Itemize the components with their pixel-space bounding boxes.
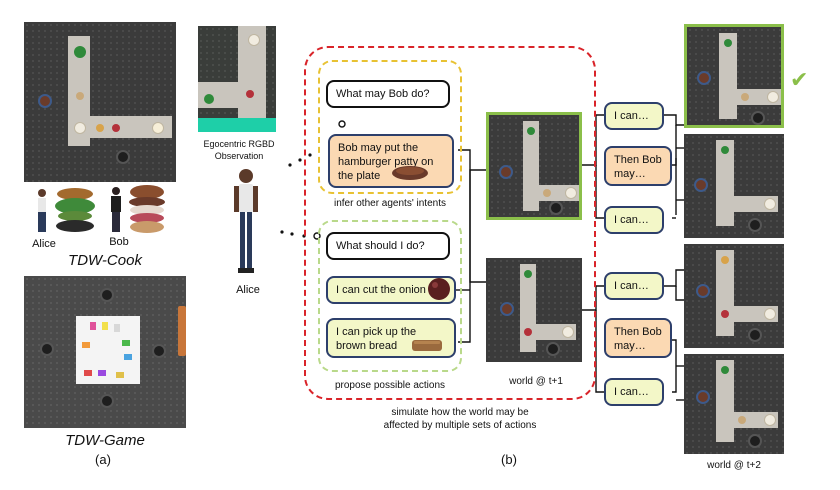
infer-intents-frame	[318, 60, 462, 194]
propose-actions-frame	[318, 220, 462, 372]
panel-a-label: (a)	[95, 452, 111, 467]
bread-icon	[412, 340, 442, 351]
action-bread-bubble[interactable]: I can pick up the brown bread	[326, 318, 456, 358]
tree-i-can-1: I can…	[604, 102, 664, 130]
egocentric-caption: Egocentric RGBD Observation	[203, 139, 275, 161]
alice-avatar-label: Alice	[236, 284, 260, 296]
action-cut-onion-text: I can cut the onion	[336, 284, 426, 296]
bob-intent-bubble: Bob may put the hamburger patty on the p…	[328, 134, 454, 188]
salad-burger-icon	[55, 188, 95, 232]
propose-caption: propose possible actions	[334, 380, 446, 391]
tdw-cook-scene	[24, 22, 176, 182]
world-t2-image-2	[684, 134, 784, 238]
selected-check-icon: ✔	[790, 68, 809, 93]
world-t1-image	[486, 258, 582, 362]
egocentric-observation-image	[198, 26, 276, 132]
tree-then-bob-2: Then Bob may…	[604, 318, 672, 358]
panel-b-label: (b)	[501, 452, 517, 467]
tree-then-bob-1: Then Bob may…	[604, 146, 672, 186]
world-t2-caption: world @ t+2	[707, 460, 761, 471]
world-t2-image-4	[684, 354, 784, 454]
tree-i-can-4: I can…	[604, 378, 664, 406]
alice-avatar-icon	[234, 169, 258, 273]
tdw-game-title: TDW-Game	[65, 432, 145, 449]
question-self-bubble: What should I do?	[326, 232, 450, 260]
full-burger-icon	[129, 185, 165, 233]
action-bread-text: I can pick up the brown bread	[336, 326, 417, 352]
world-t1-highlighted-image	[486, 112, 582, 220]
question-bob-bubble: What may Bob do?	[326, 80, 450, 108]
tree-i-can-2: I can…	[604, 206, 664, 234]
bob-label: Bob	[109, 236, 129, 248]
alice-figure-icon	[38, 189, 46, 232]
simulation-frame	[304, 46, 596, 400]
world-t2-image-1	[684, 24, 784, 128]
bob-intent-text: Bob may put the hamburger patty on the p…	[338, 142, 434, 182]
tdw-cook-title: TDW-Cook	[68, 252, 142, 269]
world-t1-caption: world @ t+1	[509, 376, 563, 387]
alice-label: Alice	[32, 238, 56, 250]
world-t2-image-3	[684, 244, 784, 348]
infer-caption: infer other agents' intents	[334, 198, 446, 209]
onion-icon	[428, 278, 450, 300]
tree-i-can-3: I can…	[604, 272, 664, 300]
simulate-caption: simulate how the world may be affected b…	[383, 407, 537, 431]
bob-figure-icon	[111, 187, 121, 232]
patty-icon	[392, 166, 428, 180]
tdw-game-scene	[24, 276, 186, 428]
